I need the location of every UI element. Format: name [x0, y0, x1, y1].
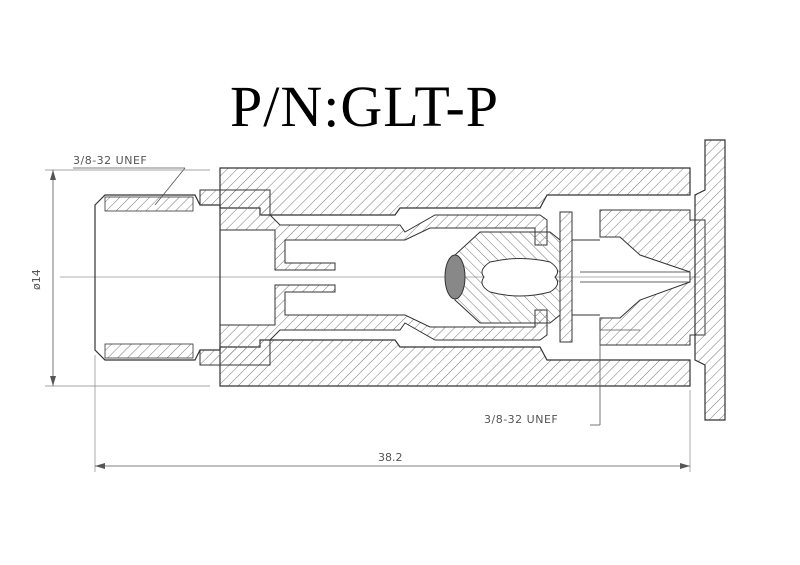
inner-body-bottom — [199, 284, 548, 366]
outer-sleeve-bottom — [219, 339, 691, 387]
end-flange — [694, 139, 726, 421]
length-label: 38.2 — [378, 451, 403, 464]
inner-body-top — [199, 189, 548, 271]
nozzle-body — [599, 209, 706, 346]
piston-tip — [444, 254, 466, 300]
part-number-title: P/N:GLT-P — [230, 74, 500, 139]
diameter-label: ø14 — [30, 269, 43, 290]
nose-thread-bottom — [104, 343, 194, 359]
thread-label-top: 3/8-32 UNEF — [73, 154, 147, 167]
threaded-nose — [94, 194, 221, 361]
seal-plate — [559, 211, 573, 343]
nose-thread-top — [104, 196, 194, 212]
spring-capsule — [481, 258, 559, 297]
thread-label-bottom: 3/8-32 UNEF — [484, 413, 558, 426]
outer-sleeve-top — [219, 167, 691, 216]
